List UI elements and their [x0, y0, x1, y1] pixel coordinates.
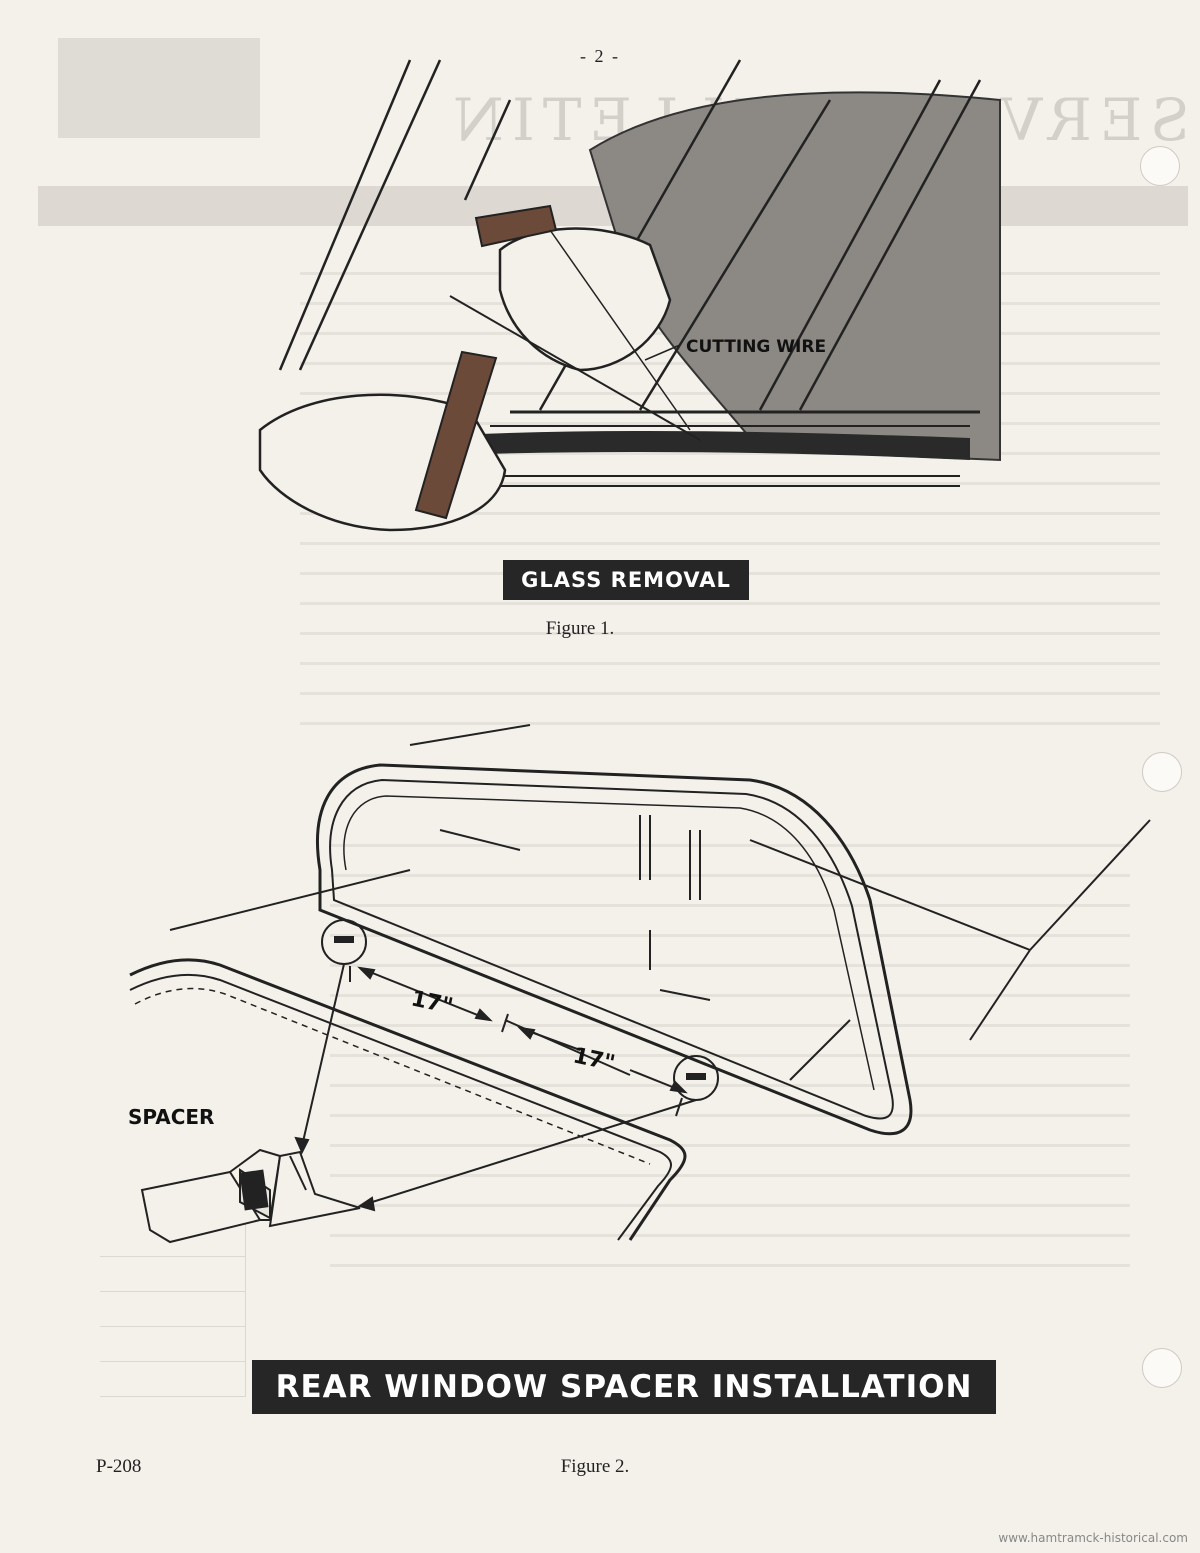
glass-removal-label: GLASS REMOVAL [503, 560, 749, 600]
dimension-17-second: 17" [571, 1043, 617, 1076]
punch-hole [1142, 1348, 1182, 1388]
dimension-17-first: 17" [409, 986, 455, 1019]
rear-window-spacer-illustration: 17" 17" SPACER [128, 724, 1151, 1244]
rear-window-spacer-label: REAR WINDOW SPACER INSTALLATION [252, 1360, 996, 1414]
cutting-wire-callout: CUTTING WIRE [686, 337, 826, 357]
punch-hole [1142, 752, 1182, 792]
figure2-caption: Figure 2. [560, 1456, 630, 1477]
punch-hole [1140, 146, 1180, 186]
ghost-logo-bleed [58, 38, 260, 138]
ghost-table-bleed [100, 1222, 246, 1397]
bulletin-code: P-208 [96, 1456, 142, 1477]
source-watermark: www.hamtramck-historical.com [998, 1531, 1188, 1545]
spacer-callout: SPACER [128, 1105, 214, 1129]
glass-removal-illustration: CUTTING WIRE [258, 59, 1001, 532]
figure1-caption: Figure 1. [545, 618, 615, 639]
page-number: - 2 - [580, 46, 620, 66]
